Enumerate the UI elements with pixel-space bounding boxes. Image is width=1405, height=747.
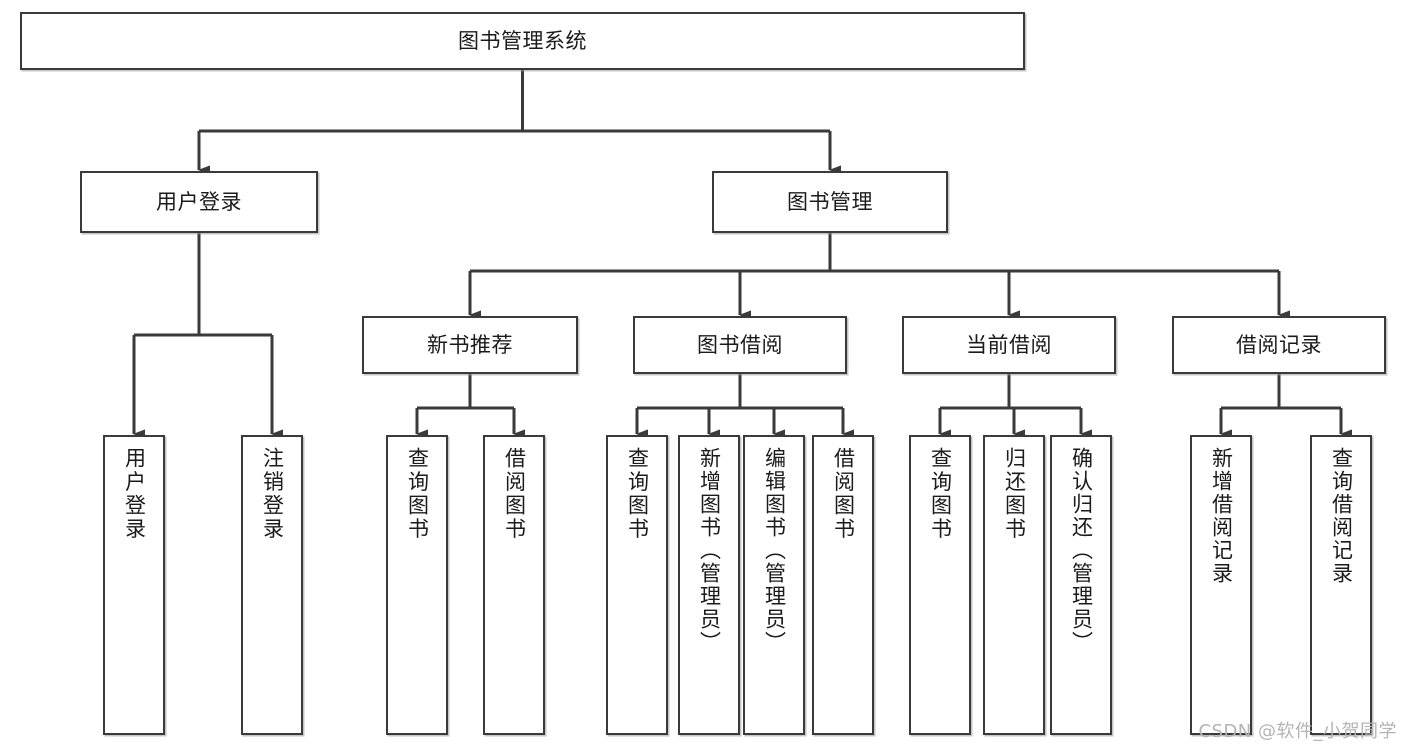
node-label: 归还图书 [1002,447,1027,541]
node-n-borrow[interactable]: 借阅图书 [483,435,545,735]
node-label: 借阅图书 [831,447,856,541]
node-label: 图书管理系统 [458,28,587,53]
node-root[interactable]: 图书管理系统 [20,12,1025,70]
node-label: 借阅记录 [1236,332,1322,357]
node-b-lend[interactable]: 借阅图书 [812,435,874,735]
node-c-confirm[interactable]: 确认归还（管理员） [1050,435,1112,735]
node-c-return[interactable]: 归还图书 [983,435,1045,735]
node-login[interactable]: 用户登录 [80,171,318,233]
node-label: 用户登录 [156,189,242,214]
node-label: 当前借阅 [966,332,1052,357]
node-label: 注销登录 [260,447,285,541]
node-label: 编辑图书（管理员） [762,447,787,654]
node-r-add[interactable]: 新增借阅记录 [1190,435,1252,735]
node-b-add[interactable]: 新增图书（管理员） [678,435,740,735]
node-label: 新增图书（管理员） [697,447,722,654]
node-label: 新书推荐 [427,332,513,357]
watermark: CSDN @软件_小贺同学 [1198,721,1397,742]
node-label: 新增借阅记录 [1209,447,1234,585]
node-records[interactable]: 借阅记录 [1172,316,1386,374]
node-l-logout[interactable]: 注销登录 [241,435,303,735]
node-label: 查询图书 [405,447,430,541]
node-bookmgmt[interactable]: 图书管理 [712,171,948,233]
node-borrow[interactable]: 图书借阅 [633,316,847,374]
node-l-login[interactable]: 用户登录 [103,435,165,735]
node-label: 确认归还（管理员） [1069,447,1094,654]
connector-lines [132,70,1352,439]
node-b-query[interactable]: 查询图书 [606,435,668,735]
node-label: 借阅图书 [502,447,527,541]
node-label: 用户登录 [122,447,147,541]
node-label: 图书管理 [787,189,873,214]
node-newbook[interactable]: 新书推荐 [362,316,578,374]
node-label: 查询图书 [928,447,953,541]
node-label: 查询图书 [625,447,650,541]
node-c-query[interactable]: 查询图书 [909,435,971,735]
node-r-query[interactable]: 查询借阅记录 [1310,435,1372,735]
node-b-edit[interactable]: 编辑图书（管理员） [743,435,805,735]
node-current[interactable]: 当前借阅 [902,316,1116,374]
node-n-query[interactable]: 查询图书 [386,435,448,735]
node-label: 查询借阅记录 [1329,447,1354,585]
node-label: 图书借阅 [697,332,783,357]
